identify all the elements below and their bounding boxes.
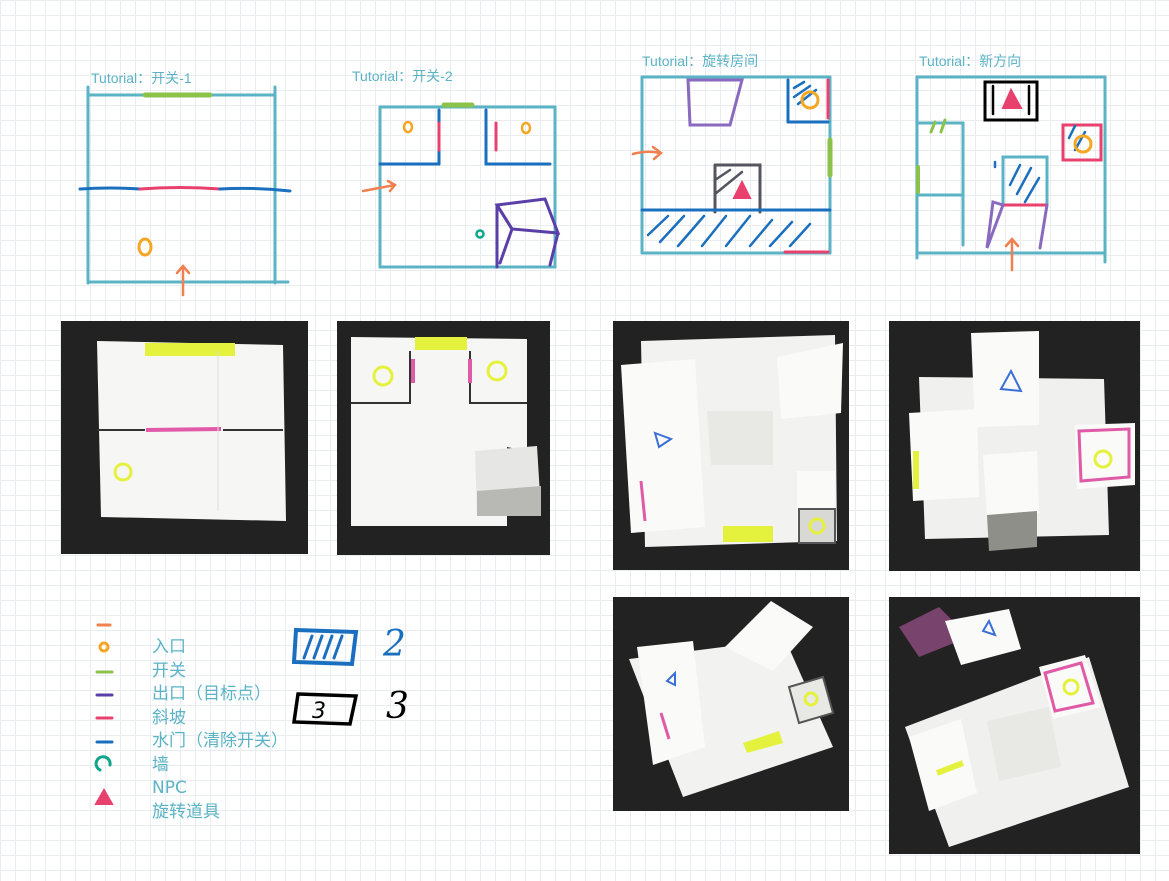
legend-label-water-gate: 水门（清除开关） (152, 731, 288, 751)
sketch-3-map (631, 75, 833, 255)
sketch-2-title: Tutorial：开关-2 (352, 68, 453, 84)
npc-icon (94, 787, 114, 805)
legend-label-switch: 开关 (152, 660, 186, 681)
legend-label-exit: 出口（目标点） (152, 684, 271, 704)
sketch-3-title: Tutorial：旋转房间 (642, 53, 759, 69)
photo-rotate-room-angle (613, 597, 849, 811)
legend-symbols (94, 623, 114, 805)
water-gate-key-number: 2 (383, 624, 406, 665)
legend-labels: 入口 开关 出口（目标点） 斜坡 水门（清除开关） 墙 NPC 旋转道具 (152, 636, 288, 824)
legend-label-entrance: 入口 (152, 637, 186, 657)
sketch-1-title: Tutorial：开关-1 (91, 70, 192, 86)
photo-rotate-room-model (613, 321, 849, 570)
photo-new-direction-angle (889, 597, 1140, 854)
exit-circle-icon (98, 641, 110, 653)
sketch-4-title: Tutorial：新方向 (919, 53, 1022, 69)
npc-key-box-label: 3 (312, 699, 326, 724)
legend-label-npc: NPC (152, 778, 187, 798)
block-icon (94, 755, 112, 772)
photo-new-direction-model (889, 321, 1140, 571)
legend-label-wall: 墙 (152, 754, 169, 775)
photo-switch-2-model (337, 321, 550, 555)
legend-label-rotate-prop: 旋转道具 (152, 801, 220, 822)
legend-label-ramp: 斜坡 (152, 707, 186, 728)
photo-switch-1-model (61, 321, 308, 554)
npc-key-number: 3 (386, 686, 409, 727)
npc-key-box: 3 (291, 692, 359, 726)
water-gate-key-box (291, 627, 359, 667)
sketch-4-map (915, 75, 1107, 272)
sketch-2-map (361, 102, 561, 269)
sketch-1-map (78, 85, 292, 297)
